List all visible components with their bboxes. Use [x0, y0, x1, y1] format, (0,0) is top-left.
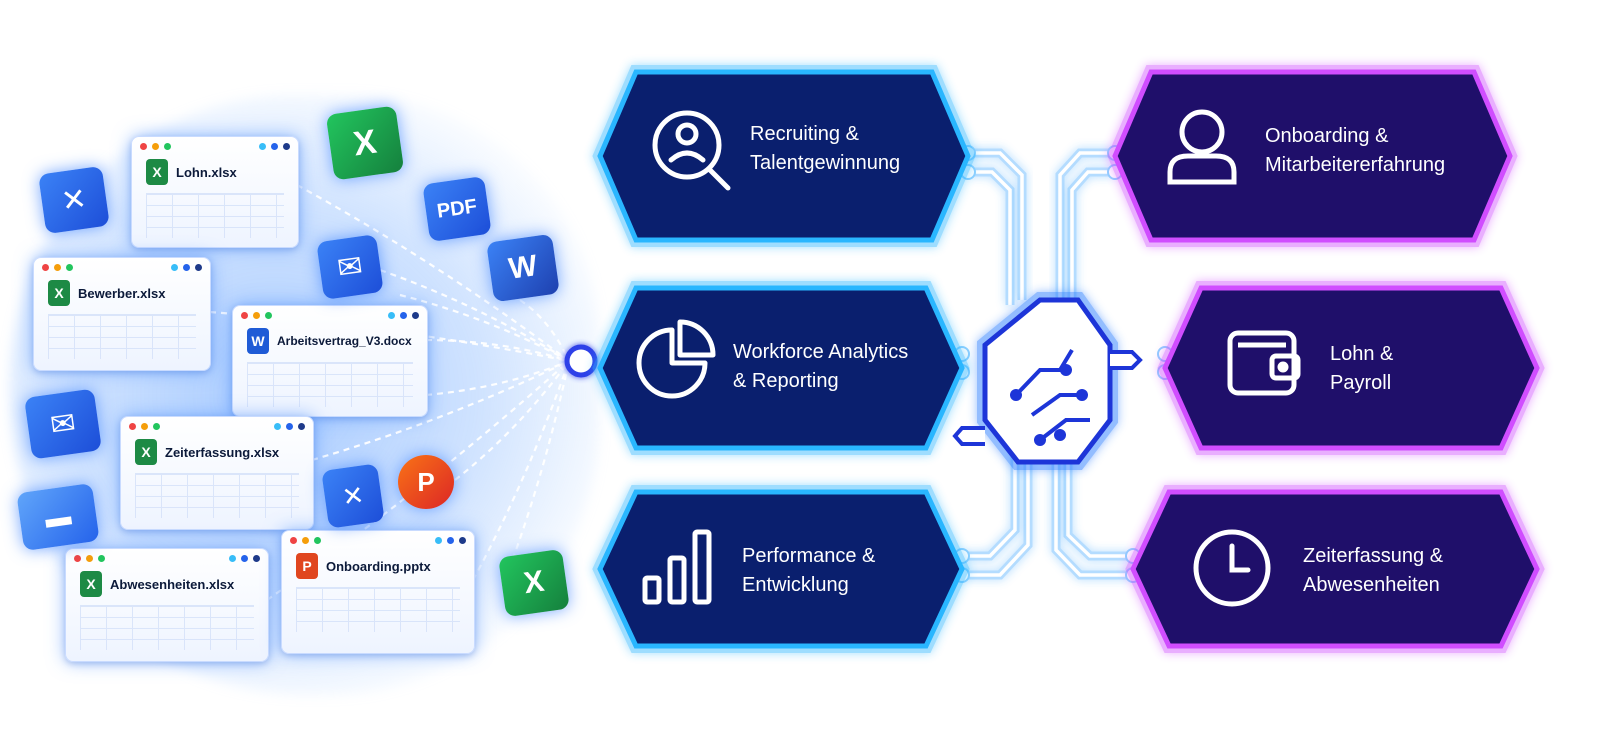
ai-chip-icon	[952, 292, 1143, 470]
file-name: Zeiterfassung.xlsx	[165, 444, 280, 460]
module-payroll-hexagon	[1162, 285, 1540, 451]
module-recruiting-label[interactable]: Recruiting & Talentgewinnung	[750, 120, 900, 178]
trace-1	[968, 170, 1012, 305]
excel-file-icon: X	[80, 571, 102, 597]
dashed-connection-4	[311, 360, 570, 462]
person-search-icon	[652, 110, 731, 191]
trace-9	[962, 460, 1030, 577]
module-line2: Payroll	[1330, 372, 1392, 394]
module-line1: Lohn &	[1330, 343, 1394, 365]
file-name: Arbeitsvertrag_V3.docx	[277, 334, 412, 348]
dashed-connection-11	[519, 299, 571, 362]
module-performance-hexagon	[597, 489, 965, 649]
module-line2: Mitarbeitererfahrung	[1265, 154, 1446, 176]
module-onboarding-label[interactable]: Onboarding & Mitarbeitererfahrung	[1265, 122, 1445, 180]
person-icon	[1167, 109, 1237, 185]
module-line2: Talentgewinnung	[750, 152, 901, 174]
file-name: Onboarding.pptx	[326, 558, 431, 574]
file-name: Abwesenheiten.xlsx	[110, 576, 235, 592]
circuit-traces	[954, 145, 1173, 583]
module-line2: Abwesenheiten	[1303, 574, 1440, 596]
bar-chart-icon	[642, 529, 712, 605]
trace-3	[1070, 170, 1115, 305]
powerpoint-file-icon: P	[296, 553, 318, 579]
module-line1: Onboarding &	[1265, 125, 1389, 147]
excel-file-icon: X	[48, 280, 70, 306]
module-analytics-hexagon	[597, 285, 965, 451]
dashed-connection-7	[399, 293, 570, 362]
hub-input-node	[564, 344, 598, 378]
word-file-icon: W	[247, 328, 269, 354]
trace-10	[1066, 455, 1133, 558]
trace-0	[968, 151, 1024, 300]
pie-chart-icon	[636, 319, 716, 399]
module-performance-label[interactable]: Performance & Entwicklung	[742, 542, 875, 600]
trace-8	[962, 450, 1017, 558]
module-line1: Workforce Analytics	[733, 341, 909, 363]
file-window-arbeitsvertrag[interactable]: W Arbeitsvertrag_V3.docx	[232, 305, 428, 417]
module-line2: Entwicklung	[742, 574, 849, 596]
trace-2	[1058, 151, 1115, 300]
dashed-connection-9	[454, 360, 570, 481]
module-line2: & Reporting	[733, 370, 839, 392]
module-line1: Recruiting &	[750, 123, 859, 145]
file-window-lohn[interactable]: X Lohn.xlsx	[131, 136, 299, 248]
module-time-label[interactable]: Zeiterfassung & Abwesenheiten	[1303, 542, 1443, 600]
module-analytics-label[interactable]: Workforce Analytics & Reporting	[733, 338, 908, 396]
wallet-icon	[1227, 330, 1301, 396]
excel-file-icon: X	[135, 439, 157, 465]
file-window-onboarding[interactable]: P Onboarding.pptx	[281, 530, 475, 654]
module-line1: Zeiterfassung &	[1303, 545, 1444, 567]
module-line1: Performance &	[742, 545, 876, 567]
file-window-zeiterfassung[interactable]: X Zeiterfassung.xlsx	[120, 416, 314, 530]
excel-file-icon: X	[146, 159, 168, 185]
file-window-bewerber[interactable]: X Bewerber.xlsx	[33, 257, 211, 371]
dashed-connection-8	[379, 268, 570, 362]
clock-icon	[1193, 529, 1271, 607]
file-name: Bewerber.xlsx	[78, 285, 166, 301]
file-name: Lohn.xlsx	[176, 164, 237, 180]
powerpoint-app-icon: P	[398, 455, 454, 509]
file-window-abwesenheiten[interactable]: X Abwesenheiten.xlsx	[65, 548, 269, 662]
module-payroll-label[interactable]: Lohn & Payroll	[1330, 340, 1393, 398]
trace-11	[1054, 460, 1133, 577]
